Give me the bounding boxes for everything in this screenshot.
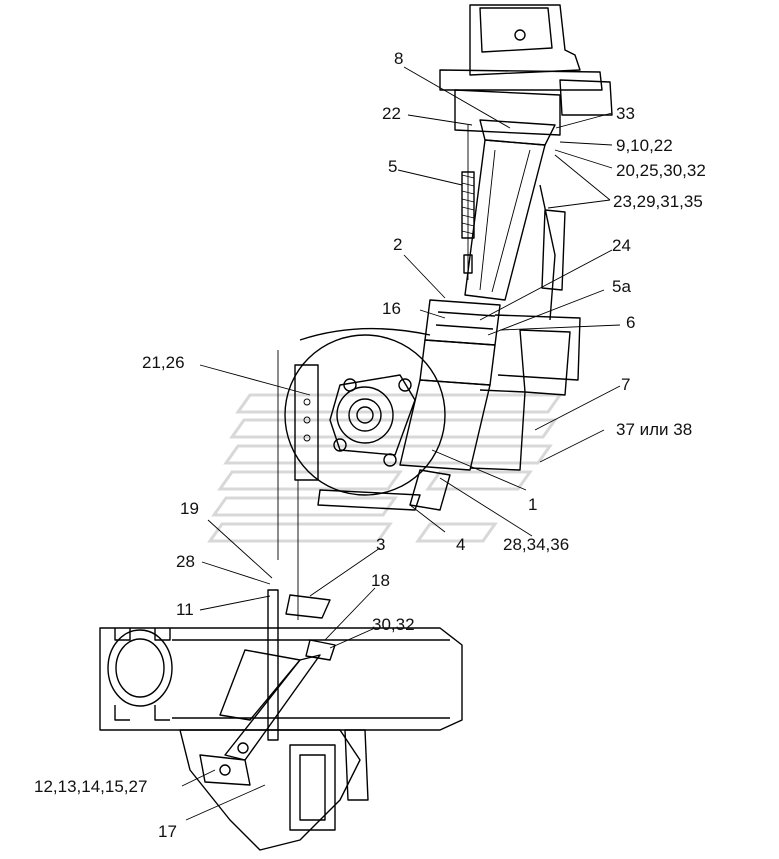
callout-5a: 5а [612, 277, 631, 296]
callout-19: 19 [180, 499, 199, 518]
callout-24: 24 [612, 236, 631, 255]
callout-22: 22 [382, 104, 401, 123]
callout-33: 33 [616, 104, 635, 123]
watermark-logo [207, 393, 563, 543]
callout-3: 3 [376, 535, 386, 554]
callout-4: 4 [456, 535, 466, 554]
callout-28-34-36: 28,34,36 [503, 535, 570, 554]
callout-1: 1 [528, 495, 538, 514]
callout-17: 17 [158, 822, 177, 841]
callout-7: 7 [621, 375, 631, 394]
lower-frame-beam [99, 627, 463, 731]
callout-20-25-30-32: 20,25,30,32 [616, 161, 706, 180]
callout-21-26: 21,26 [142, 353, 185, 372]
callout-18: 18 [371, 571, 390, 590]
callout-2: 2 [393, 235, 403, 254]
callout-12-13-14-15-27: 12,13,14,15,27 [34, 777, 148, 796]
upper-column [439, 4, 613, 321]
disc-wheel [284, 327, 451, 511]
callout-23-29-31-35: 23,29,31,35 [613, 192, 703, 211]
callout-8: 8 [394, 49, 404, 68]
lower-bracket [179, 729, 369, 851]
leader-lines [181, 66, 621, 821]
callout-9-10-22: 9,10,22 [616, 136, 673, 155]
callout-30-32: 30,32 [372, 615, 415, 634]
callout-37-or-38: 37 или 38 [616, 420, 693, 439]
callout-5: 5 [388, 157, 398, 176]
spring [461, 125, 475, 280]
lower-linkage [199, 589, 336, 786]
callout-11: 11 [176, 600, 194, 619]
middle-bracket [399, 299, 581, 471]
callout-6: 6 [626, 313, 636, 332]
callout-16: 16 [382, 299, 401, 318]
callout-28: 28 [176, 552, 195, 571]
